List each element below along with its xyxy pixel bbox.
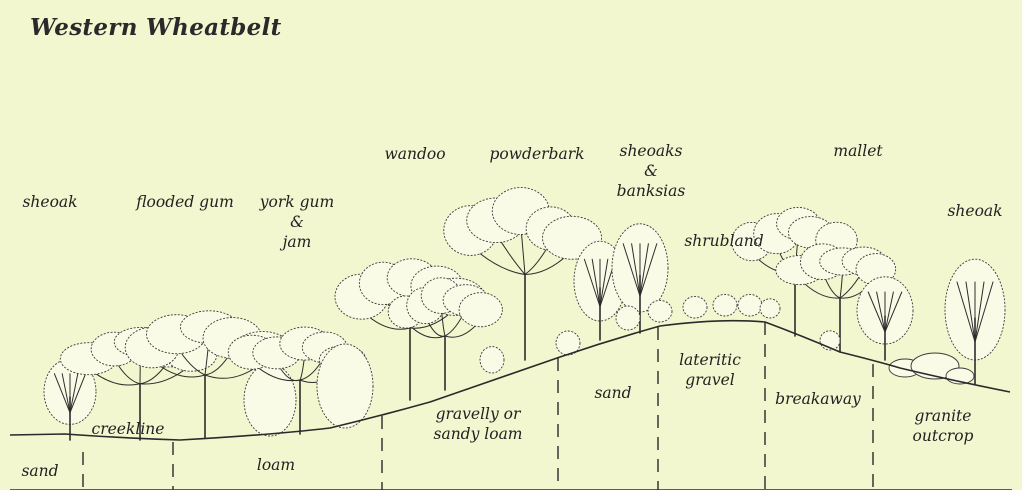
tree — [760, 299, 780, 318]
diagram-title: Western Wheatbelt — [30, 14, 282, 41]
bush-crown — [760, 299, 780, 318]
label-york-gum-line1: york gum — [260, 192, 334, 212]
label-flooded-gum: flooded gum — [136, 192, 234, 212]
tree — [713, 294, 737, 316]
tree — [857, 277, 913, 360]
soil-creekline: creekline — [92, 419, 165, 439]
label-sheoak-right: sheoak — [947, 201, 1002, 221]
bush-crown — [480, 347, 504, 373]
label-sheoak-left: sheoak — [22, 192, 77, 212]
label-sheoaks-line1: sheoaks — [617, 141, 686, 161]
soil-granite-line2: outcrop — [913, 426, 974, 446]
label-powderbark: powderbark — [490, 144, 585, 164]
soil-gravelly-sandy-loam: gravelly or sandy loam — [433, 404, 522, 444]
label-york-gum-line2: & — [260, 212, 334, 232]
bush-crown — [683, 296, 707, 318]
bush-crown — [738, 294, 762, 316]
label-mallet: mallet — [833, 141, 882, 161]
soil-lateritic-line2: gravel — [679, 370, 741, 390]
soil-gravelly-line2: sandy loam — [433, 424, 522, 444]
soil-breakaway: breakaway — [775, 389, 861, 409]
eucalypt-crown — [459, 293, 502, 327]
tree — [317, 344, 373, 428]
label-york-gum-jam: york gum & jam — [260, 192, 334, 252]
soil-granite-line1: granite — [913, 406, 974, 426]
bush-crown — [317, 344, 373, 428]
bush-crown — [713, 294, 737, 316]
label-shrubland: shrubland — [684, 231, 763, 251]
label-sheoaks-line3: banksias — [617, 181, 686, 201]
soil-sand-mid: sand — [594, 383, 631, 403]
tree — [683, 296, 707, 318]
bush-crown — [616, 306, 640, 330]
soil-lateritic-gravel: lateritic gravel — [679, 350, 741, 390]
soil-lateritic-line1: lateritic — [679, 350, 741, 370]
tree — [616, 306, 640, 330]
tree — [648, 300, 672, 322]
tree — [738, 294, 762, 316]
label-york-gum-line3: jam — [260, 232, 334, 252]
bush-crown — [648, 300, 672, 322]
tree — [480, 347, 504, 373]
label-sheoaks-banksias: sheoaks & banksias — [617, 141, 686, 201]
soil-gravelly-line1: gravelly or — [433, 404, 522, 424]
soil-sand-left: sand — [21, 461, 58, 481]
soil-granite-outcrop: granite outcrop — [913, 406, 974, 446]
label-wandoo: wandoo — [384, 144, 445, 164]
soil-loam: loam — [257, 455, 295, 475]
label-sheoaks-line2: & — [617, 161, 686, 181]
